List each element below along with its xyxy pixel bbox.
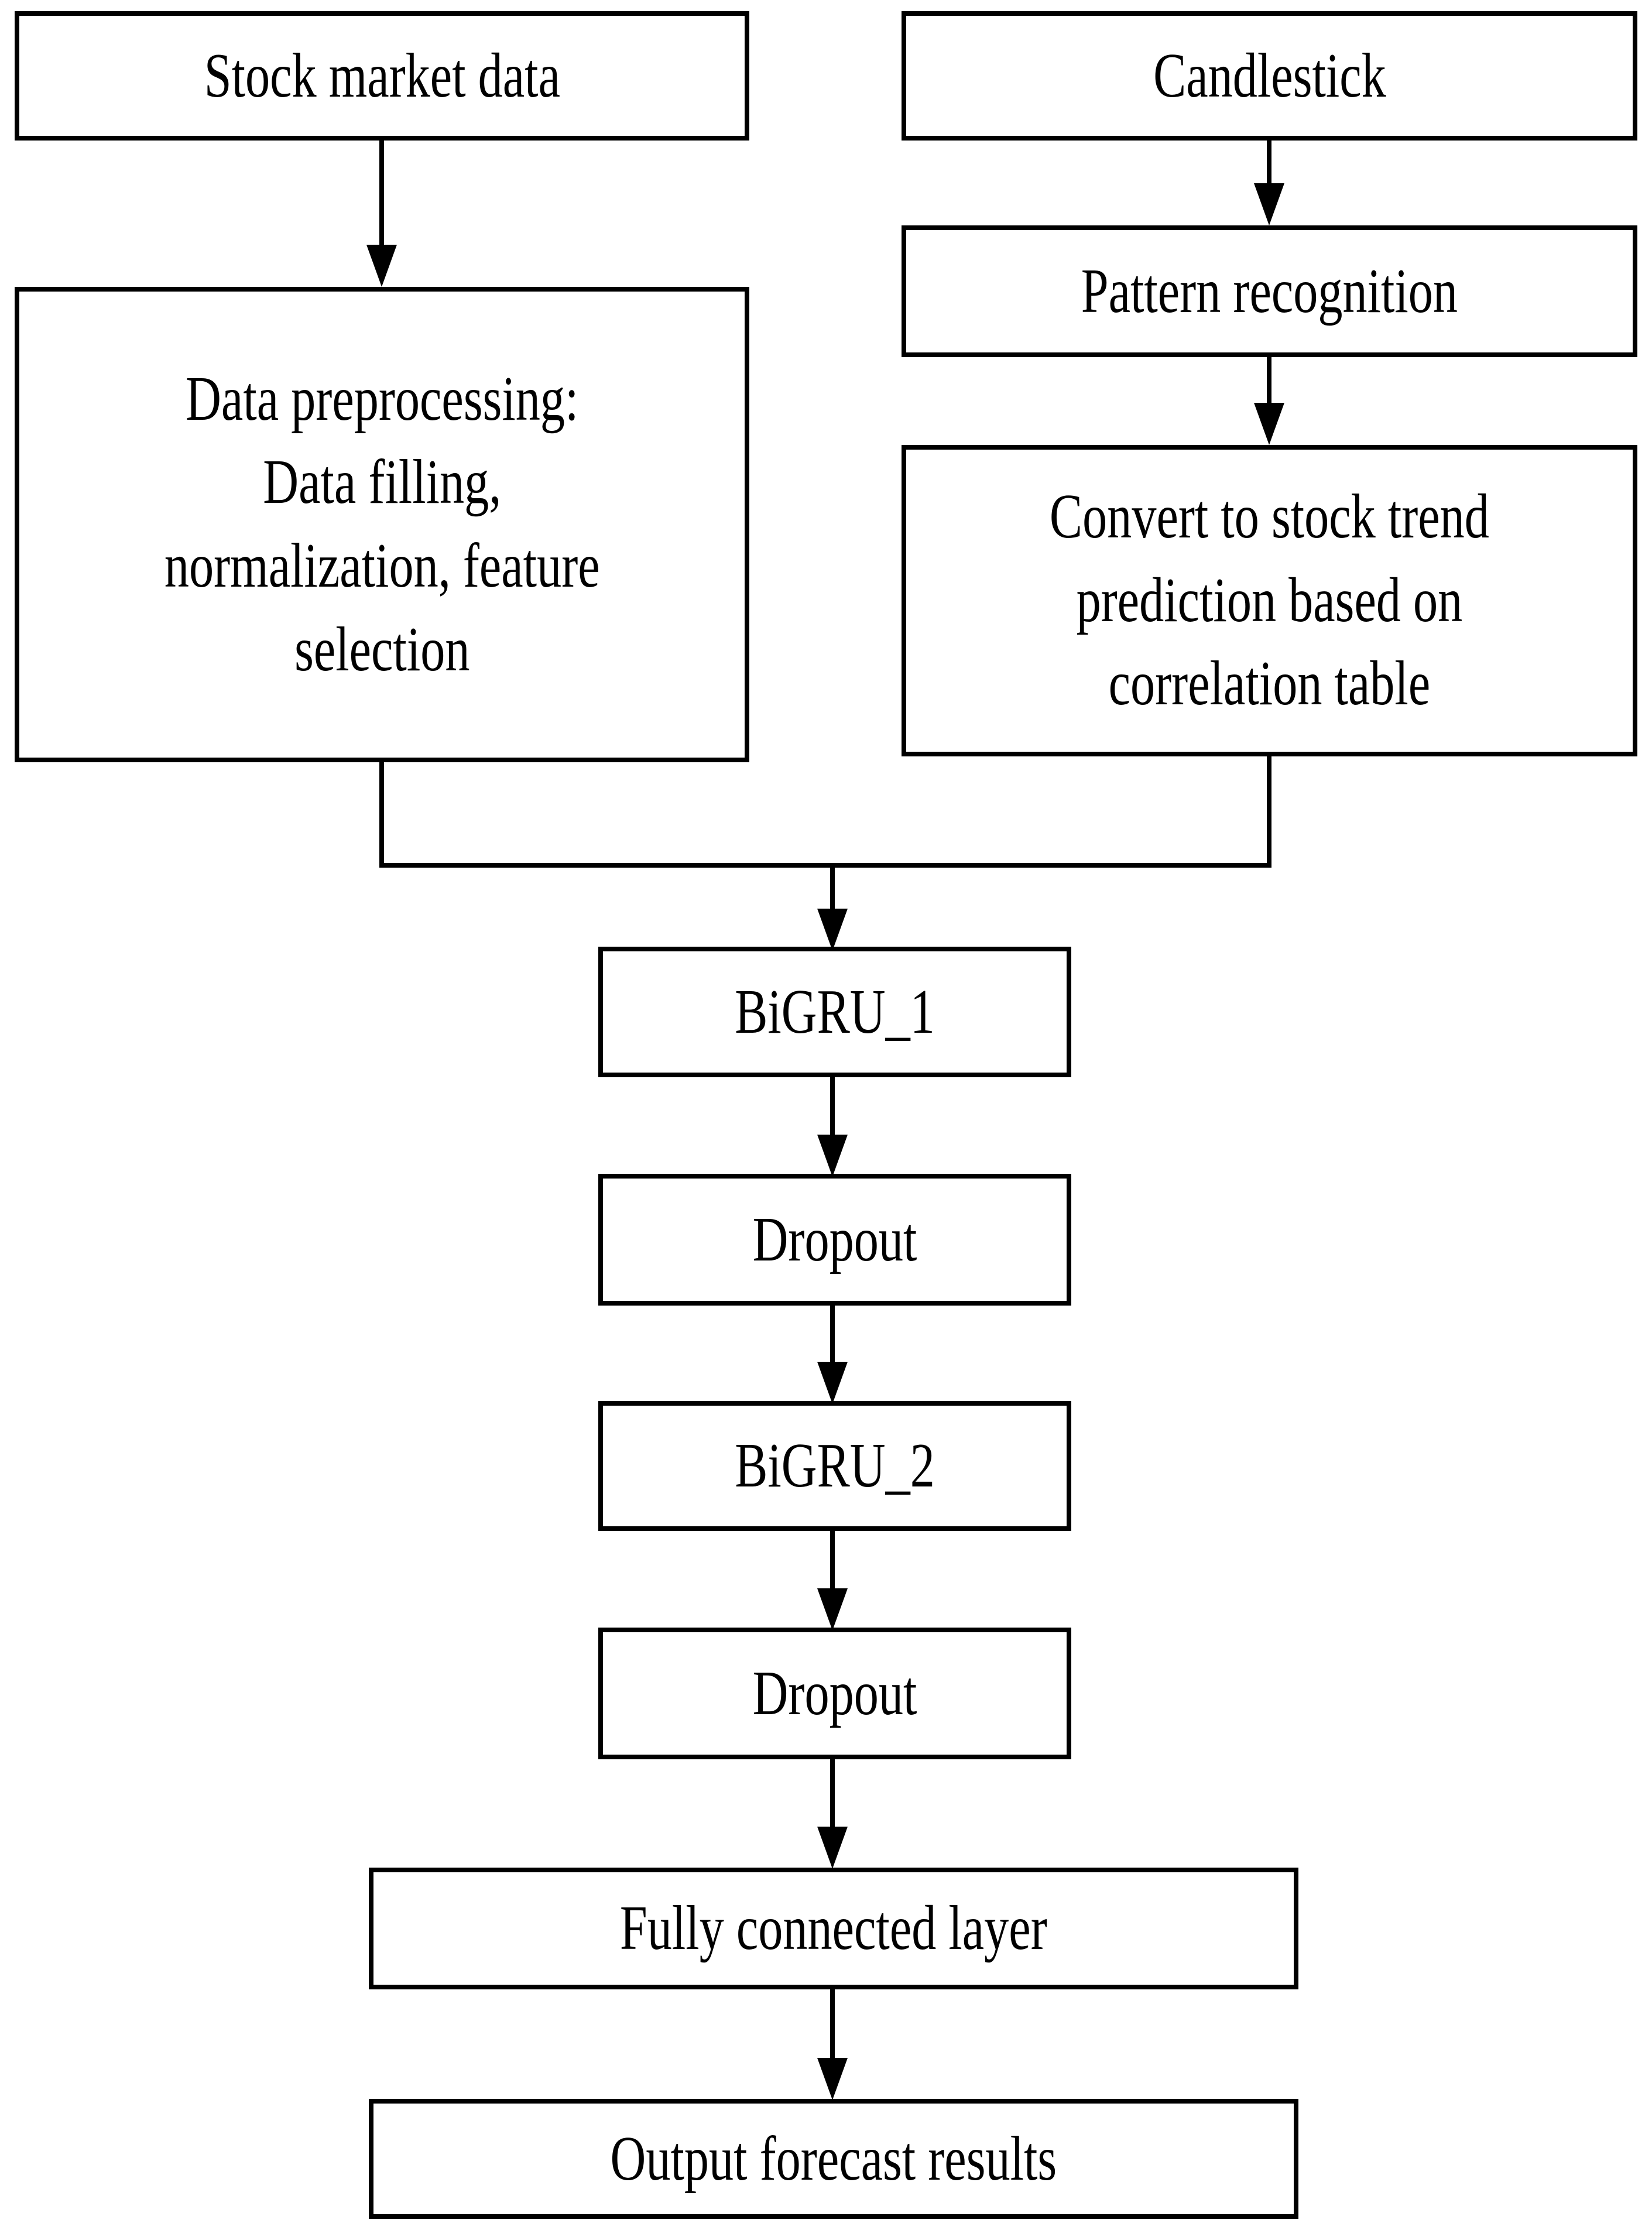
edge-preprocessing-merge-down	[379, 762, 384, 868]
edge-bigru2-to-dropout2-line	[830, 1531, 835, 1590]
edge-fc-to-output-line	[830, 1989, 835, 2060]
node-data-preprocessing-label: Data preprocessing: Data filling, normal…	[164, 364, 600, 684]
node-dropout-2-label: Dropout	[752, 1658, 917, 1728]
node-candlestick[interactable]: Candlestick	[902, 11, 1637, 141]
node-bigru-2-label: BiGRU_2	[735, 1431, 935, 1501]
node-output-forecast-results[interactable]: Output forecast results	[369, 2099, 1298, 2219]
edge-stock-to-preprocessing-arrowhead	[366, 245, 397, 287]
node-dropout-1[interactable]: Dropout	[598, 1174, 1071, 1306]
node-fully-connected-layer-label: Fully connected layer	[620, 1893, 1047, 1964]
edge-convert-merge-down	[1267, 756, 1271, 868]
node-stock-market-data-label: Stock market data	[204, 40, 560, 111]
edge-dropout1-to-bigru2-line	[830, 1306, 835, 1364]
node-convert-to-stock-trend-label: Convert to stock trend prediction based …	[1049, 482, 1489, 719]
edge-merge-to-bigru1-arrowhead	[817, 909, 848, 951]
edge-dropout2-to-fc-line	[830, 1759, 835, 1828]
edge-stock-to-preprocessing-line	[379, 141, 384, 247]
edge-dropout2-to-fc-arrowhead	[817, 1827, 848, 1869]
edge-bigru2-to-dropout2-arrowhead	[817, 1588, 848, 1630]
node-dropout-1-label: Dropout	[752, 1204, 917, 1275]
node-convert-to-stock-trend[interactable]: Convert to stock trend prediction based …	[902, 445, 1637, 756]
edge-pattern-to-convert-line	[1267, 357, 1271, 404]
node-stock-market-data[interactable]: Stock market data	[15, 11, 749, 141]
node-pattern-recognition[interactable]: Pattern recognition	[902, 225, 1637, 357]
edge-fc-to-output-arrowhead	[817, 2058, 848, 2100]
edge-merge-to-bigru1-line	[830, 863, 835, 927]
node-bigru-1-label: BiGRU_1	[735, 977, 935, 1047]
node-bigru-2[interactable]: BiGRU_2	[598, 1401, 1071, 1531]
edge-bigru1-to-dropout1-arrowhead	[817, 1135, 848, 1177]
node-bigru-1[interactable]: BiGRU_1	[598, 947, 1071, 1077]
edge-bigru1-to-dropout1-line	[830, 1077, 835, 1136]
node-candlestick-label: Candlestick	[1153, 40, 1386, 111]
edge-merge-horizontal-bar	[379, 863, 1271, 868]
node-data-preprocessing[interactable]: Data preprocessing: Data filling, normal…	[15, 287, 749, 762]
edge-candlestick-to-pattern-arrowhead	[1254, 183, 1284, 225]
edge-dropout1-to-bigru2-arrowhead	[817, 1362, 848, 1404]
edge-candlestick-to-pattern-line	[1267, 141, 1271, 186]
node-pattern-recognition-label: Pattern recognition	[1081, 256, 1458, 326]
edge-pattern-to-convert-arrowhead	[1254, 403, 1284, 445]
node-output-forecast-results-label: Output forecast results	[610, 2123, 1057, 2194]
node-fully-connected-layer[interactable]: Fully connected layer	[369, 1868, 1298, 1989]
node-dropout-2[interactable]: Dropout	[598, 1628, 1071, 1759]
